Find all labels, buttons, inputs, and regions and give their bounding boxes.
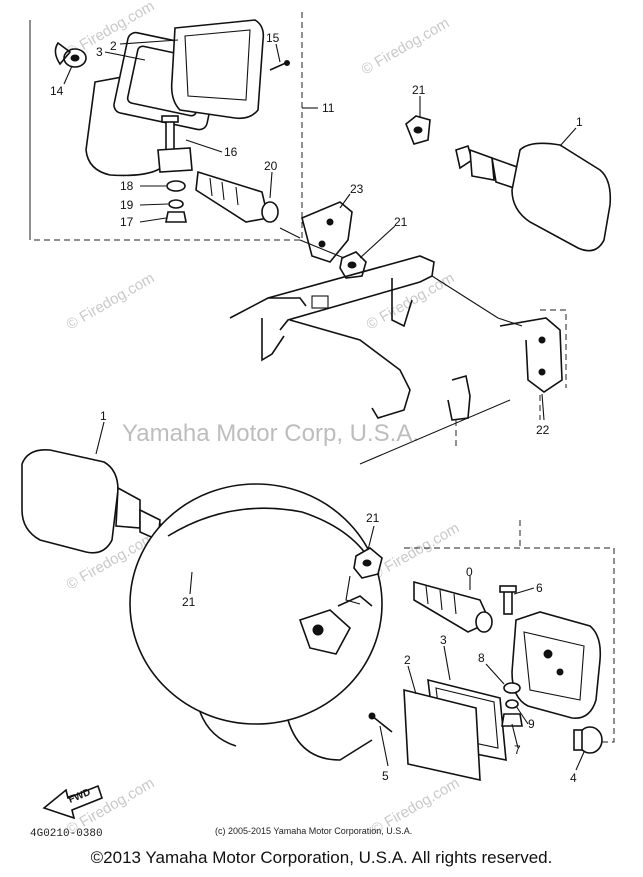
label-21-top: 21 — [412, 83, 426, 97]
label-1-front: 1 — [100, 409, 107, 423]
label-11: 11 — [322, 101, 335, 115]
label-22: 22 — [536, 423, 550, 437]
washer-19 — [168, 199, 184, 209]
washer-9 — [505, 699, 519, 709]
label-1-top: 1 — [576, 115, 583, 129]
rear-left-signal-assembly — [29, 12, 318, 241]
label-4: 4 — [570, 771, 577, 785]
label-19: 19 — [120, 198, 134, 212]
watermark-firedog: © Firedog.com — [64, 269, 158, 333]
watermark-firedog: © Firedog.com — [369, 519, 463, 583]
screw-5 — [371, 715, 393, 733]
headlight-body — [129, 483, 383, 725]
rear-right-signal — [405, 115, 612, 252]
lens-front-left — [21, 448, 119, 554]
label-18: 18 — [120, 179, 134, 193]
label-2-front: 2 — [404, 653, 411, 667]
diagram-code: 4G0210-0380 — [30, 828, 103, 840]
label-15: 15 — [266, 31, 280, 45]
housing-left-rear — [170, 19, 265, 120]
small-copyright: (c) 2005-2015 Yamaha Motor Corporation, … — [215, 826, 412, 836]
lens-front-right — [403, 688, 481, 782]
fwd-arrow-icon — [42, 784, 103, 820]
lens-right-rear — [511, 142, 612, 252]
housing-front-right — [511, 611, 602, 719]
label-17: 17 — [120, 215, 134, 229]
rear-frame — [229, 227, 567, 465]
footer-copyright: ©2013 Yamaha Motor Corporation, U.S.A. A… — [90, 848, 553, 867]
label-3: 3 — [96, 45, 103, 59]
front-right-signal-assembly — [368, 520, 615, 782]
label-2: 2 — [110, 39, 117, 53]
label-5: 5 — [382, 769, 389, 783]
stalk-20 — [195, 170, 269, 223]
nut-7 — [501, 713, 523, 727]
label-16: 16 — [224, 145, 238, 159]
washer-8 — [503, 682, 521, 694]
headlight-shell — [129, 483, 383, 761]
part-labels: 14 2 3 15 11 16 20 18 19 17 23 21 21 1 2… — [50, 31, 583, 785]
label-6: 6 — [536, 581, 543, 595]
washer-18 — [166, 180, 186, 192]
bolt-16 — [165, 119, 175, 151]
label-8: 8 — [478, 651, 485, 665]
label-21-front-left: 21 — [182, 595, 196, 609]
label-23: 23 — [350, 182, 364, 196]
label-20: 20 — [264, 159, 278, 173]
label-3-front: 3 — [440, 633, 447, 647]
label-14: 14 — [50, 84, 64, 98]
label-21-front-right: 21 — [366, 511, 380, 525]
label-9: 9 — [528, 717, 535, 731]
label-21-center: 21 — [394, 215, 408, 229]
watermark-corp: Yamaha Motor Corp, U.S.A. — [122, 420, 419, 447]
leader-lines — [63, 39, 585, 771]
bracket-assembly — [301, 201, 367, 279]
nut-17 — [165, 211, 187, 223]
bracket-23 — [301, 201, 353, 263]
bolt-6 — [503, 589, 513, 615]
watermark-firedog: © Firedog.com — [364, 269, 458, 333]
label-7: 7 — [514, 743, 521, 757]
label-0: 0 — [466, 565, 473, 579]
watermark-firedog: © Firedog.com — [359, 14, 453, 78]
